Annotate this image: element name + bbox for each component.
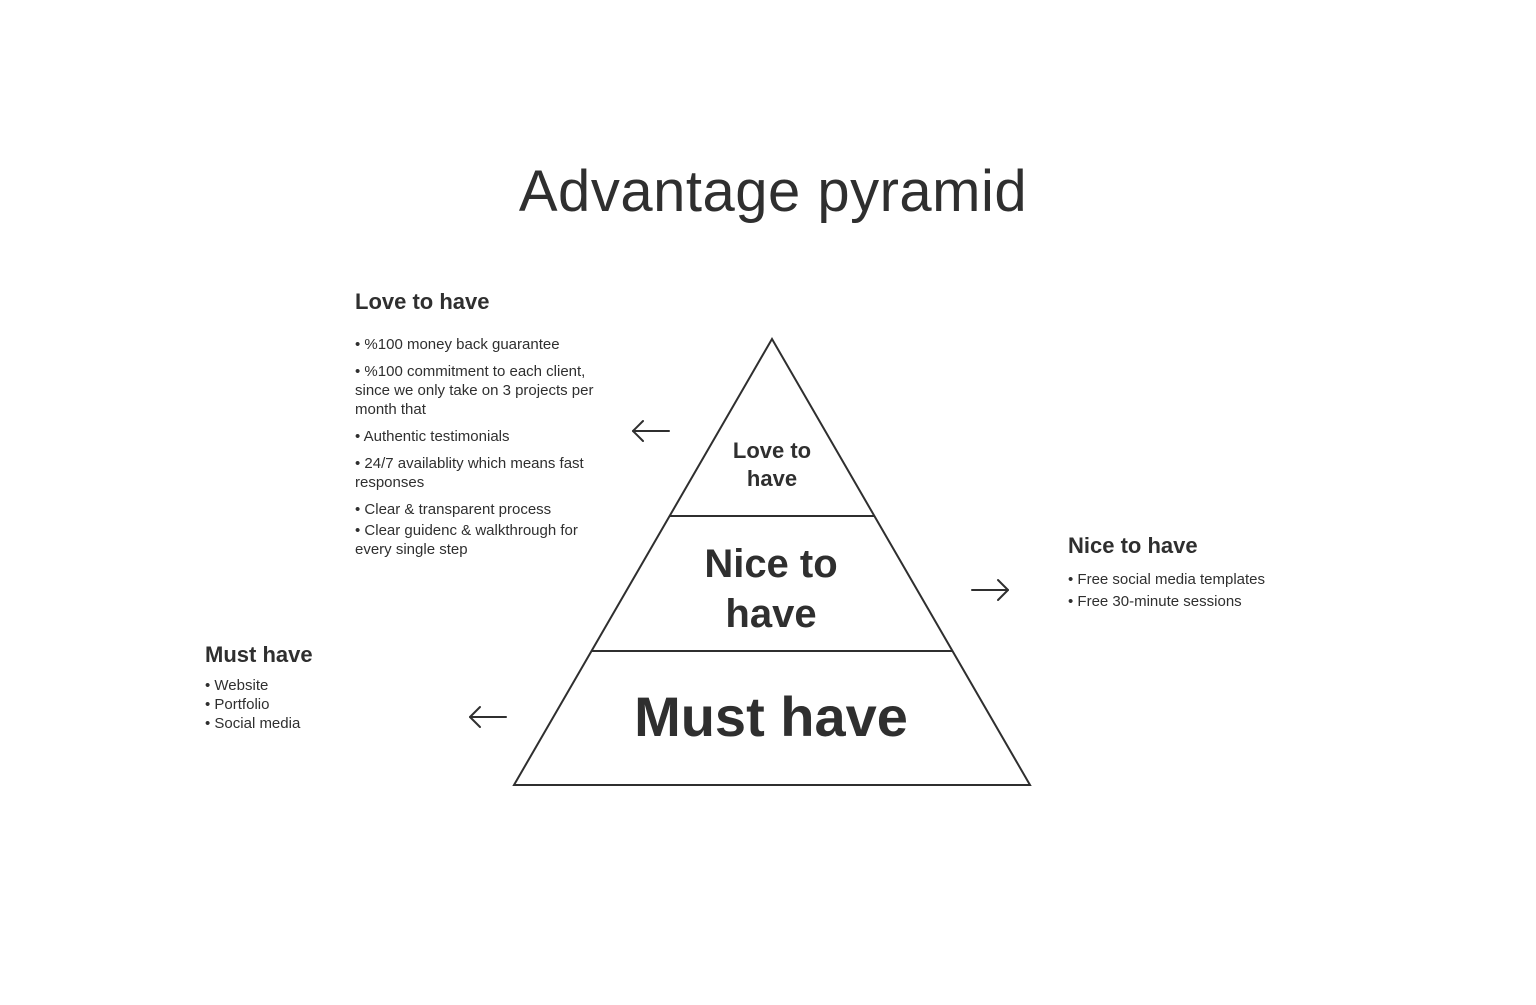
tier-label-must-have: Must have <box>560 685 982 749</box>
list-item: • %100 commitment to each client, since … <box>355 363 594 418</box>
list-item: • Portfolio <box>205 696 270 713</box>
page-title: Advantage pyramid <box>518 159 1028 224</box>
tier-label-line: Must have <box>634 685 908 748</box>
list-item: • Free 30-minute sessions <box>1068 593 1242 610</box>
group-heading: Must have <box>205 642 313 667</box>
group-heading: Nice to have <box>1068 533 1198 558</box>
arrow-left-love-icon <box>632 420 670 442</box>
list-item: • Authentic testimonials <box>355 428 510 445</box>
bullet-list: • Free social media templates • Free 30-… <box>1068 569 1328 613</box>
arrow-right-nice-icon <box>971 579 1009 601</box>
bullet-list: • %100 money back guarantee • %100 commi… <box>355 335 595 559</box>
list-item: • Social media <box>205 715 301 732</box>
tier-label-line: have <box>746 466 798 491</box>
list-item: • Free social media templates <box>1068 571 1265 588</box>
nice-to-have-group: Nice to have • Free social media templat… <box>1068 533 1328 613</box>
arrow-left-must-icon <box>469 706 507 728</box>
list-item: • Clear & transparent process <box>355 501 552 518</box>
list-item: • 24/7 availablity which means fast resp… <box>355 455 584 491</box>
tier-label-love-to-have: Love to have <box>672 437 872 493</box>
tier-label-line: Love to <box>732 438 812 463</box>
list-item: • Clear guidenc & walkthrough for every … <box>355 522 578 558</box>
tier-label-line: have <box>725 592 817 636</box>
list-item: • Website <box>205 677 269 694</box>
bullet-list: • Website • Portfolio • Social media <box>205 676 405 733</box>
list-item: • %100 money back guarantee <box>355 336 560 353</box>
tier-label-line: Nice to <box>704 542 838 586</box>
tier-label-nice-to-have: Nice to have <box>620 539 922 639</box>
love-to-have-group: Love to have • %100 money back guarantee… <box>355 289 595 567</box>
group-heading: Love to have <box>355 289 490 314</box>
pyramid-outline <box>512 337 1032 786</box>
must-have-group: Must have • Website • Portfolio • Social… <box>205 642 405 733</box>
